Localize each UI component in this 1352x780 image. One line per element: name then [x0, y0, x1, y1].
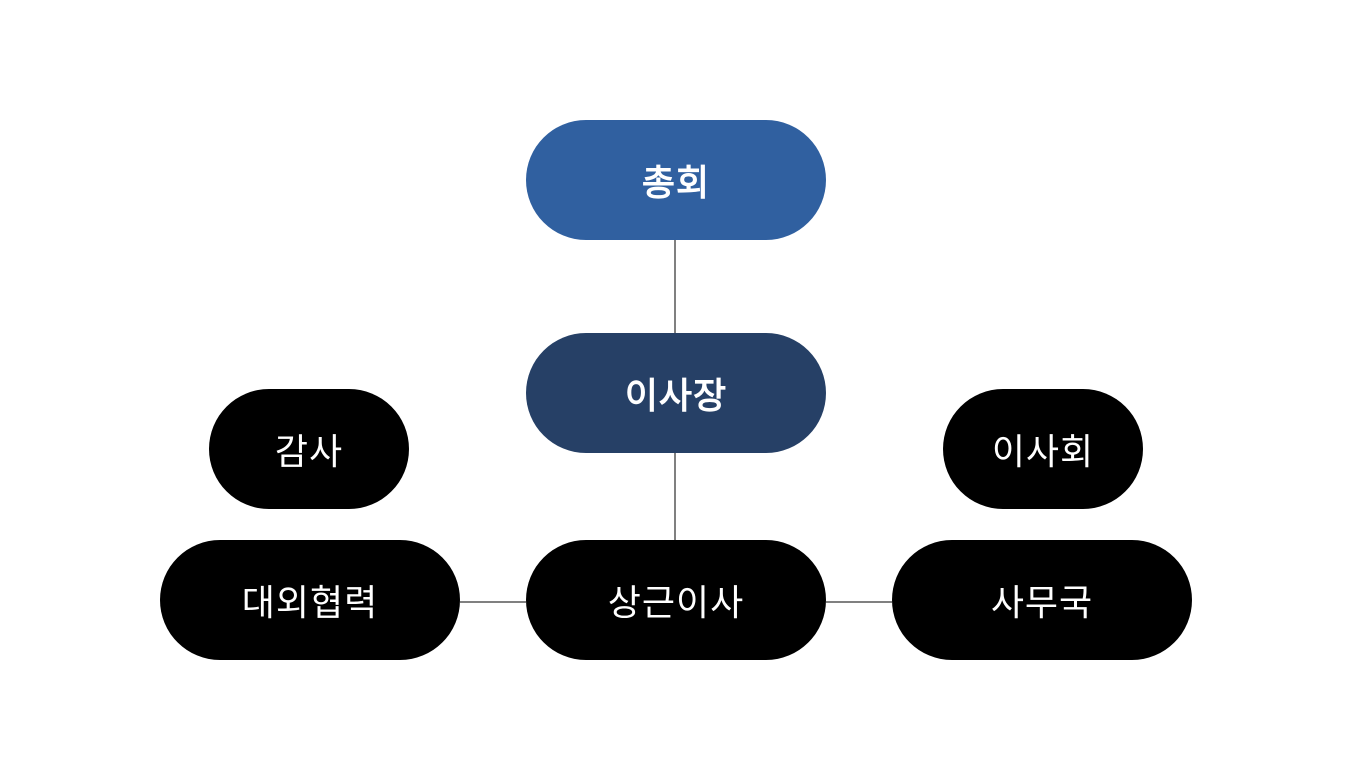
node-general-assembly-label: 총회: [641, 163, 711, 204]
node-external-cooperation: 대외협력: [160, 540, 460, 660]
node-external-cooperation-label: 대외협력: [241, 583, 379, 624]
node-secretariat-label: 사무국: [990, 583, 1094, 624]
node-board-of-directors-label: 이사회: [991, 432, 1095, 473]
node-general-assembly: 총회: [526, 120, 826, 240]
node-board-of-directors: 이사회: [943, 389, 1143, 509]
node-auditor: 감사: [209, 389, 409, 509]
node-chairman: 이사장: [526, 333, 826, 453]
node-standing-director: 상근이사: [526, 540, 826, 660]
node-secretariat: 사무국: [892, 540, 1192, 660]
node-auditor-label: 감사: [274, 432, 344, 473]
node-chairman-label: 이사장: [624, 376, 728, 417]
node-standing-director-label: 상근이사: [607, 583, 745, 624]
